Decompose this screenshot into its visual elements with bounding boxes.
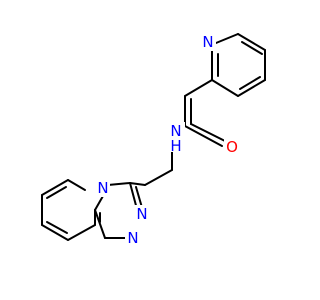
amide-nitrogen-label: N <box>170 122 181 140</box>
pyridine-nitrogen-label: N <box>202 33 213 51</box>
bond <box>190 123 226 142</box>
bond <box>237 79 266 97</box>
bond <box>211 79 239 97</box>
bond <box>241 41 263 55</box>
molecule-diagram: N N H O N N N <box>41 33 266 247</box>
atom-layer: N N H O N N N <box>96 33 240 247</box>
bond <box>67 179 86 191</box>
bridgehead-nitrogen-label: N <box>97 179 108 197</box>
bond <box>67 224 96 241</box>
bond <box>215 33 239 44</box>
carbonyl-oxygen-label: O <box>226 138 238 156</box>
bond <box>46 186 67 199</box>
amide-hydrogen-label: H <box>170 137 181 155</box>
bond <box>94 195 104 211</box>
triazole-nitrogen-b-label: N <box>127 229 138 247</box>
structure-canvas: N N H O N N N <box>41 33 266 247</box>
bond <box>239 76 261 90</box>
bond <box>184 79 213 97</box>
bond <box>144 169 173 186</box>
bond <box>41 224 69 241</box>
bond-layer <box>41 33 266 241</box>
bond <box>129 182 146 186</box>
bond <box>184 125 223 147</box>
bond <box>46 221 68 234</box>
bond <box>41 179 69 196</box>
bond <box>107 182 131 186</box>
bond <box>237 33 266 51</box>
triazole-nitrogen-a-label: N <box>136 205 147 223</box>
bond <box>94 209 106 239</box>
